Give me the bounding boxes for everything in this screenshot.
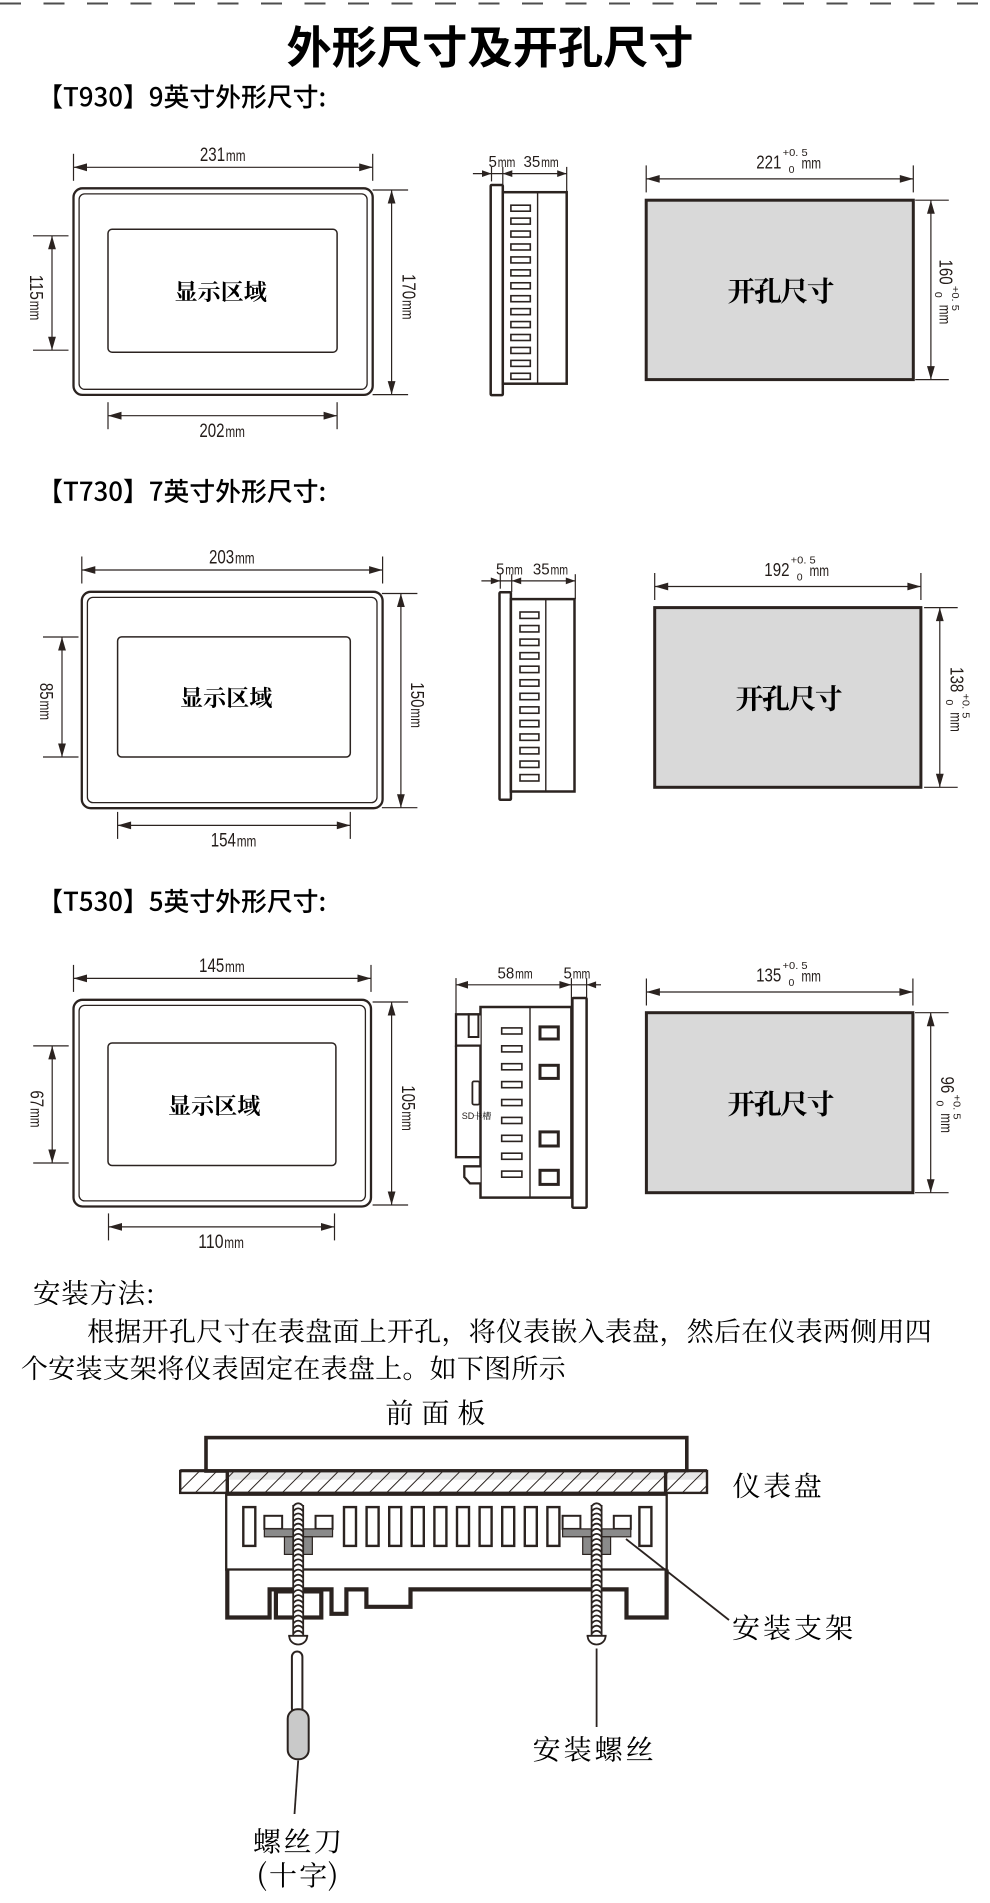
svg-text:mm: mm: [225, 424, 245, 441]
svg-text:mm: mm: [573, 965, 591, 981]
svg-text:170: 170: [399, 274, 420, 299]
svg-text:105: 105: [398, 1085, 419, 1110]
svg-text:mm: mm: [237, 834, 257, 851]
svg-text:0: 0: [789, 977, 795, 989]
svg-text:mm: mm: [26, 301, 43, 321]
svg-text:96: 96: [937, 1077, 957, 1094]
svg-text:0: 0: [789, 164, 795, 176]
svg-text:SD: SD: [462, 1111, 475, 1121]
svg-text:mm: mm: [226, 148, 246, 165]
svg-text:mm: mm: [235, 551, 255, 568]
svg-text:0: 0: [943, 699, 955, 705]
svg-text:mm: mm: [224, 1235, 244, 1252]
svg-text:mm: mm: [225, 959, 245, 976]
svg-text:mm: mm: [937, 1113, 954, 1133]
svg-text:mm: mm: [541, 154, 559, 170]
svg-text:mm: mm: [407, 708, 424, 728]
svg-text:5: 5: [489, 154, 497, 171]
svg-text:mm: mm: [505, 562, 523, 578]
svg-text:67: 67: [26, 1090, 47, 1107]
svg-text:85: 85: [36, 683, 57, 700]
svg-text:138: 138: [946, 667, 966, 692]
svg-text:+0. 5: +0. 5: [783, 960, 808, 972]
svg-text:mm: mm: [551, 562, 569, 578]
svg-text:0: 0: [932, 292, 944, 298]
svg-text:mm: mm: [515, 965, 533, 981]
svg-text:35: 35: [524, 154, 541, 171]
svg-text:mm: mm: [810, 563, 830, 580]
svg-text:mm: mm: [498, 154, 516, 170]
svg-text:115: 115: [26, 275, 47, 300]
svg-text:0: 0: [797, 571, 803, 583]
svg-text:110: 110: [198, 1232, 223, 1253]
svg-text:221: 221: [756, 152, 781, 172]
svg-text:231: 231: [200, 145, 225, 166]
svg-text:mm: mm: [801, 155, 821, 172]
svg-text:mm: mm: [399, 300, 416, 320]
svg-text:+0. 5: +0. 5: [791, 555, 816, 567]
svg-text:mm: mm: [946, 712, 963, 732]
svg-text:mm: mm: [936, 305, 953, 325]
svg-text:192: 192: [764, 560, 789, 580]
svg-text:135: 135: [756, 965, 781, 985]
svg-text:mm: mm: [398, 1111, 415, 1131]
svg-text:203: 203: [209, 548, 234, 569]
svg-text:154: 154: [211, 831, 237, 852]
svg-text:mm: mm: [36, 701, 53, 721]
svg-text:5: 5: [496, 562, 504, 579]
svg-text:35: 35: [533, 562, 550, 579]
svg-text:mm: mm: [26, 1108, 43, 1128]
svg-text:160: 160: [936, 260, 956, 285]
svg-text:+0. 5: +0. 5: [950, 1095, 962, 1120]
svg-text:202: 202: [199, 421, 224, 442]
svg-text:+0. 5: +0. 5: [960, 693, 972, 718]
svg-text:+0. 5: +0. 5: [783, 147, 808, 159]
svg-text:58: 58: [498, 965, 515, 982]
svg-text:145: 145: [199, 956, 224, 977]
svg-text:+0. 5: +0. 5: [949, 286, 961, 311]
svg-text:mm: mm: [801, 968, 821, 985]
svg-text:0: 0: [934, 1101, 946, 1107]
svg-text:5: 5: [564, 965, 572, 982]
svg-text:150: 150: [407, 682, 428, 707]
